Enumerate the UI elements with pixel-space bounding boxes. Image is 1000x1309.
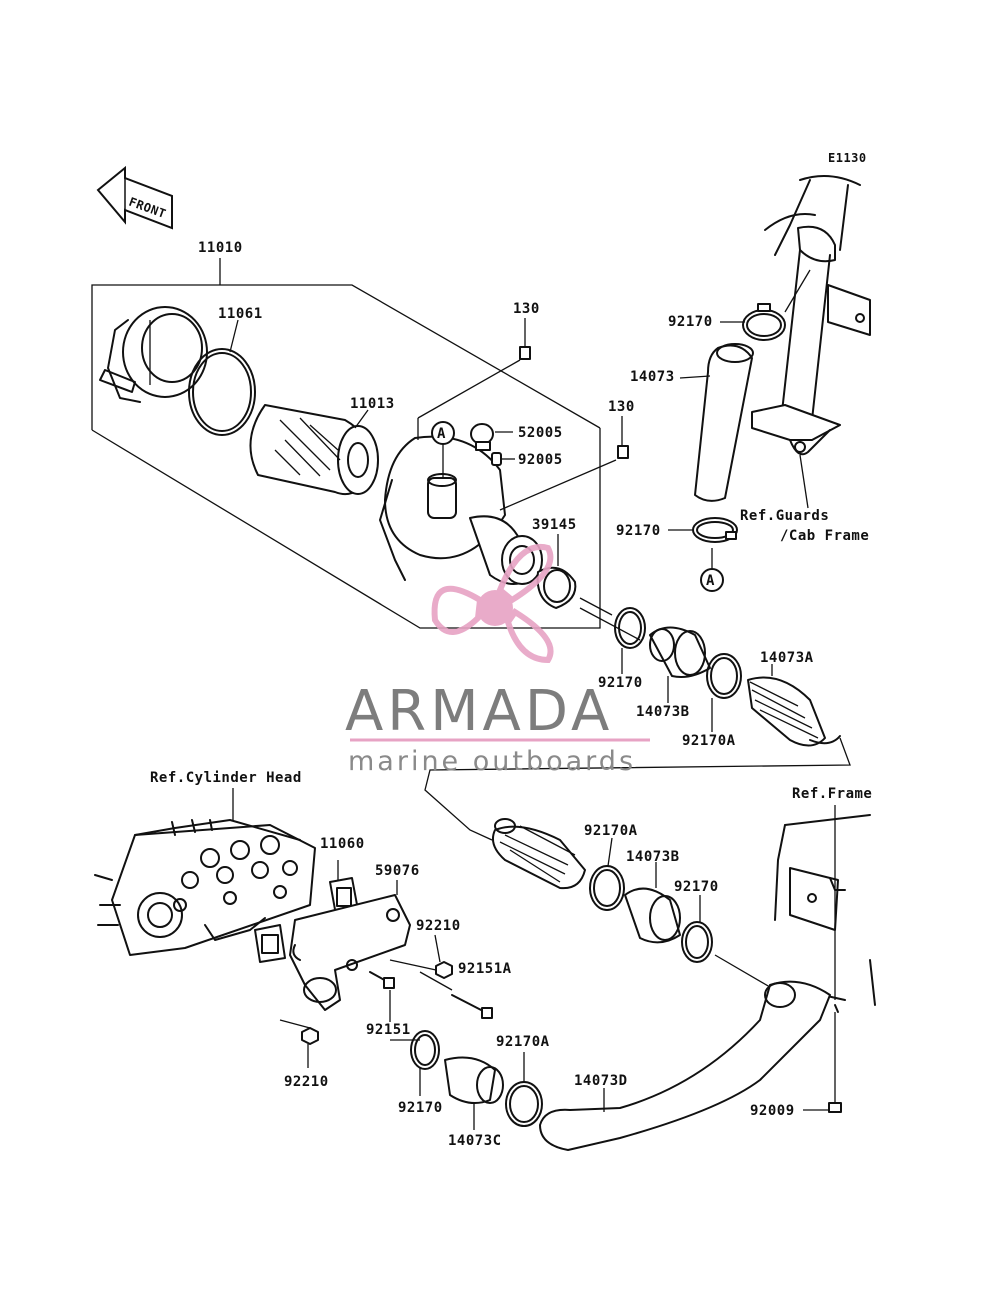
clamp-92170-b1	[614, 607, 646, 649]
label-92151: 92151	[366, 1022, 411, 1038]
label-11010: 11010	[198, 240, 243, 256]
pipe-14073D	[539, 980, 831, 1151]
cab-frame-structure	[751, 175, 871, 509]
clamp-92170-b2	[681, 921, 713, 963]
seal-ring	[188, 348, 256, 436]
callout-a-upper: A	[431, 421, 455, 445]
label-92151A: 92151A	[458, 961, 512, 977]
label-92005: 92005	[518, 452, 563, 468]
clamp-92170-b3	[410, 1030, 440, 1070]
label-14073B-1: 14073B	[636, 704, 690, 720]
label-92170-b1: 92170	[598, 675, 643, 691]
air-cleaner-cap	[99, 306, 208, 403]
bolt-92009	[828, 1102, 842, 1113]
label-92170-b3: 92170	[398, 1100, 443, 1116]
clamp-92170-mid	[692, 517, 738, 543]
gasket-11060	[254, 860, 359, 963]
callout-a-lower: A	[700, 568, 724, 592]
clamp-92170A-2	[589, 865, 625, 911]
label-11013: 11013	[350, 396, 395, 412]
label-92210-b: 92210	[284, 1074, 329, 1090]
middle-leaders	[424, 607, 851, 841]
hose-14073B-upper	[649, 626, 711, 678]
ref-guards-2: /Cab Frame	[780, 528, 869, 544]
callout-a-lower-label: A	[706, 573, 715, 589]
label-92009: 92009	[750, 1103, 795, 1119]
label-14073D: 14073D	[574, 1073, 628, 1089]
manifold-59076	[289, 880, 411, 1011]
hose-14073B-lower	[624, 887, 681, 944]
brand-name: ARMADA	[345, 679, 613, 744]
label-52005: 52005	[518, 425, 563, 441]
label-92170-top: 92170	[668, 314, 713, 330]
cylinder-head	[94, 819, 316, 956]
boot-14073A	[747, 676, 841, 747]
brand-tagline: marine outboards	[348, 746, 636, 777]
frame-leaders	[603, 805, 836, 1112]
front-arrow-icon: FRONT	[96, 165, 173, 230]
label-39145: 39145	[532, 517, 577, 533]
boot-lower	[492, 818, 586, 890]
label-11060: 11060	[320, 836, 365, 852]
hose-14073C	[444, 1056, 504, 1105]
intake-pipe-14073	[694, 343, 754, 502]
cylinder-head-leaders	[279, 934, 453, 1068]
label-14073: 14073	[630, 369, 675, 385]
label-92170-mid: 92170	[616, 523, 661, 539]
ref-cylinder-head: Ref.Cylinder Head	[150, 770, 302, 786]
nut-92210-lower	[301, 1027, 319, 1045]
bolt-130-upper	[519, 346, 531, 360]
label-130-b: 130	[608, 399, 635, 415]
adapter-39145	[536, 566, 577, 609]
upper-right-leaders	[668, 269, 811, 531]
filter-element	[249, 404, 379, 496]
label-92170A-2: 92170A	[584, 823, 638, 839]
ref-frame: Ref.Frame	[792, 786, 872, 802]
lower-mid-leaders	[607, 837, 776, 991]
label-14073A: 14073A	[760, 650, 814, 666]
label-92170A-1: 92170A	[682, 733, 736, 749]
bolt-92151A	[451, 994, 493, 1019]
label-92210-a: 92210	[416, 918, 461, 934]
callout-a-upper-label: A	[437, 426, 446, 442]
label-14073B-2: 14073B	[626, 849, 680, 865]
label-92170A-3: 92170A	[496, 1034, 550, 1050]
bolt-130-right	[617, 445, 629, 459]
clamp-92170A-3	[505, 1081, 543, 1127]
bolt-92151	[369, 971, 395, 989]
label-11061: 11061	[218, 306, 263, 322]
indicator-cap	[470, 423, 494, 451]
clamp-92170A-1	[706, 653, 742, 699]
label-130-a: 130	[513, 301, 540, 317]
diagram-code: E1130	[828, 151, 867, 165]
nut-92210-upper	[435, 961, 453, 979]
clamp-92170-top	[742, 303, 786, 341]
label-14073C: 14073C	[448, 1133, 502, 1149]
armada-logo	[431, 543, 554, 664]
indicator-fitting	[491, 452, 502, 466]
label-59076: 59076	[375, 863, 420, 879]
lower-leaders	[419, 1052, 525, 1130]
upper-leaders	[229, 318, 713, 616]
label-92170-b2: 92170	[674, 879, 719, 895]
ref-guards-1: Ref.Guards	[740, 508, 829, 524]
